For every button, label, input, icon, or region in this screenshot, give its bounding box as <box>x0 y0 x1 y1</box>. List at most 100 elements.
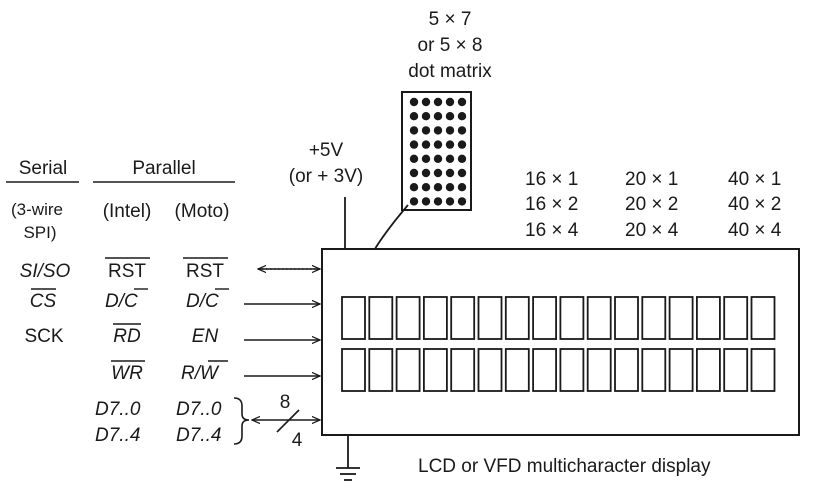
signal-dc-moto: D/C <box>186 291 219 312</box>
matrix-dot <box>445 140 455 149</box>
character-cell <box>614 296 639 340</box>
dot-matrix-frame <box>401 91 472 211</box>
matrix-dot <box>421 154 431 163</box>
header-parallel: Parallel <box>132 158 195 179</box>
matrix-dot <box>457 126 467 135</box>
character-cell <box>395 348 421 392</box>
interface-headers: Serial Parallel (3-wire SPI) (Intel) (Mo… <box>6 158 235 242</box>
header-serial: Serial <box>19 158 68 179</box>
signal-sck: SCK <box>24 326 63 347</box>
matrix-label-line1: 5 × 7 <box>429 9 472 30</box>
signal-en: EN <box>192 326 219 347</box>
matrix-label: 5 × 7 or 5 × 8 dot matrix <box>408 9 492 82</box>
character-cell <box>477 296 503 340</box>
signal-dc-moto-c: C <box>205 291 219 312</box>
format-20x4: 20 × 4 <box>625 220 679 241</box>
dot-matrix-dots <box>409 97 467 206</box>
character-cell <box>668 348 694 392</box>
ground-symbol <box>336 436 360 481</box>
matrix-dot <box>445 154 455 163</box>
character-cell <box>641 296 667 340</box>
matrix-label-line3: dot matrix <box>408 61 492 82</box>
format-20x1: 20 × 1 <box>625 169 678 190</box>
character-cell <box>586 348 612 392</box>
matrix-dot <box>409 197 419 206</box>
matrix-dot <box>421 197 431 206</box>
format-40x1: 40 × 1 <box>728 169 781 190</box>
header-intel: (Intel) <box>103 201 152 222</box>
matrix-dot <box>421 97 431 107</box>
character-cell <box>559 296 585 340</box>
signal-rw-r: R/ <box>181 363 202 384</box>
supply-label: +5V (or + 3V) <box>289 140 363 187</box>
signal-d74-moto: D7..4 <box>176 425 221 446</box>
matrix-dot <box>457 140 467 149</box>
signal-dc-moto-d: D/ <box>186 291 207 312</box>
character-cell <box>723 348 749 392</box>
format-16x1: 16 × 1 <box>525 169 578 190</box>
matrix-label-line2: or 5 × 8 <box>418 35 483 56</box>
matrix-dot <box>445 112 455 121</box>
character-cell <box>477 348 503 392</box>
matrix-dot <box>421 140 431 149</box>
character-cell <box>368 348 394 392</box>
character-cell <box>586 296 612 340</box>
signal-wr: WR <box>111 363 143 384</box>
signal-labels: SI/SO RST RST CS D/C D/C SCK RD EN WR R/… <box>20 257 229 446</box>
matrix-dot <box>457 112 467 121</box>
character-cell <box>532 296 557 340</box>
character-cell <box>504 348 530 392</box>
character-cell <box>422 348 448 392</box>
matrix-dot <box>433 112 443 121</box>
character-cell <box>450 296 476 340</box>
header-serial-sub1: (3-wire <box>11 200 63 219</box>
matrix-dot <box>409 154 419 163</box>
character-cell <box>668 296 694 340</box>
matrix-dot <box>409 183 419 192</box>
display-caption: LCD or VFD multicharacter display <box>418 456 711 477</box>
signal-dc-intel-c: C <box>124 291 138 312</box>
matrix-dot <box>421 168 431 178</box>
data-bus-brace <box>233 397 250 445</box>
character-cell <box>422 296 448 340</box>
matrix-dot <box>433 140 443 149</box>
matrix-dot <box>457 168 467 178</box>
matrix-dot <box>445 197 455 206</box>
matrix-dot <box>433 154 443 163</box>
matrix-dot <box>433 197 443 206</box>
signal-rst-moto: RST <box>186 261 224 282</box>
character-cell <box>341 296 366 340</box>
matrix-dot <box>445 183 455 192</box>
matrix-dot <box>409 140 419 149</box>
supply-line1: +5V <box>309 140 344 161</box>
character-cell <box>559 348 585 392</box>
matrix-dot <box>445 168 455 178</box>
dot-matrix <box>401 91 472 211</box>
character-cell <box>696 348 721 392</box>
signal-rst-intel: RST <box>108 261 146 282</box>
display-cells <box>341 296 776 392</box>
character-cell <box>723 296 749 340</box>
matrix-dot <box>445 97 455 107</box>
character-cell <box>532 348 557 392</box>
matrix-dot <box>433 97 443 107</box>
character-cell <box>368 296 394 340</box>
header-moto: (Moto) <box>175 201 230 222</box>
signal-d74-intel: D7..4 <box>95 425 140 446</box>
bus-width-4: 4 <box>292 430 303 451</box>
character-cell <box>395 296 421 340</box>
matrix-dot <box>457 97 467 107</box>
format-40x2: 40 × 2 <box>728 194 781 215</box>
display-box <box>321 248 800 436</box>
bus-width-8: 8 <box>280 392 291 413</box>
format-16x4: 16 × 4 <box>525 220 579 241</box>
matrix-dot <box>409 168 419 178</box>
character-cell <box>641 348 667 392</box>
character-cell <box>450 348 476 392</box>
signal-d70-moto: D7..0 <box>176 399 222 420</box>
signal-dc-intel-d: D/ <box>105 291 126 312</box>
signal-rw-w: W <box>200 363 220 384</box>
character-cell <box>504 296 530 340</box>
header-serial-sub2: SPI) <box>23 223 56 242</box>
